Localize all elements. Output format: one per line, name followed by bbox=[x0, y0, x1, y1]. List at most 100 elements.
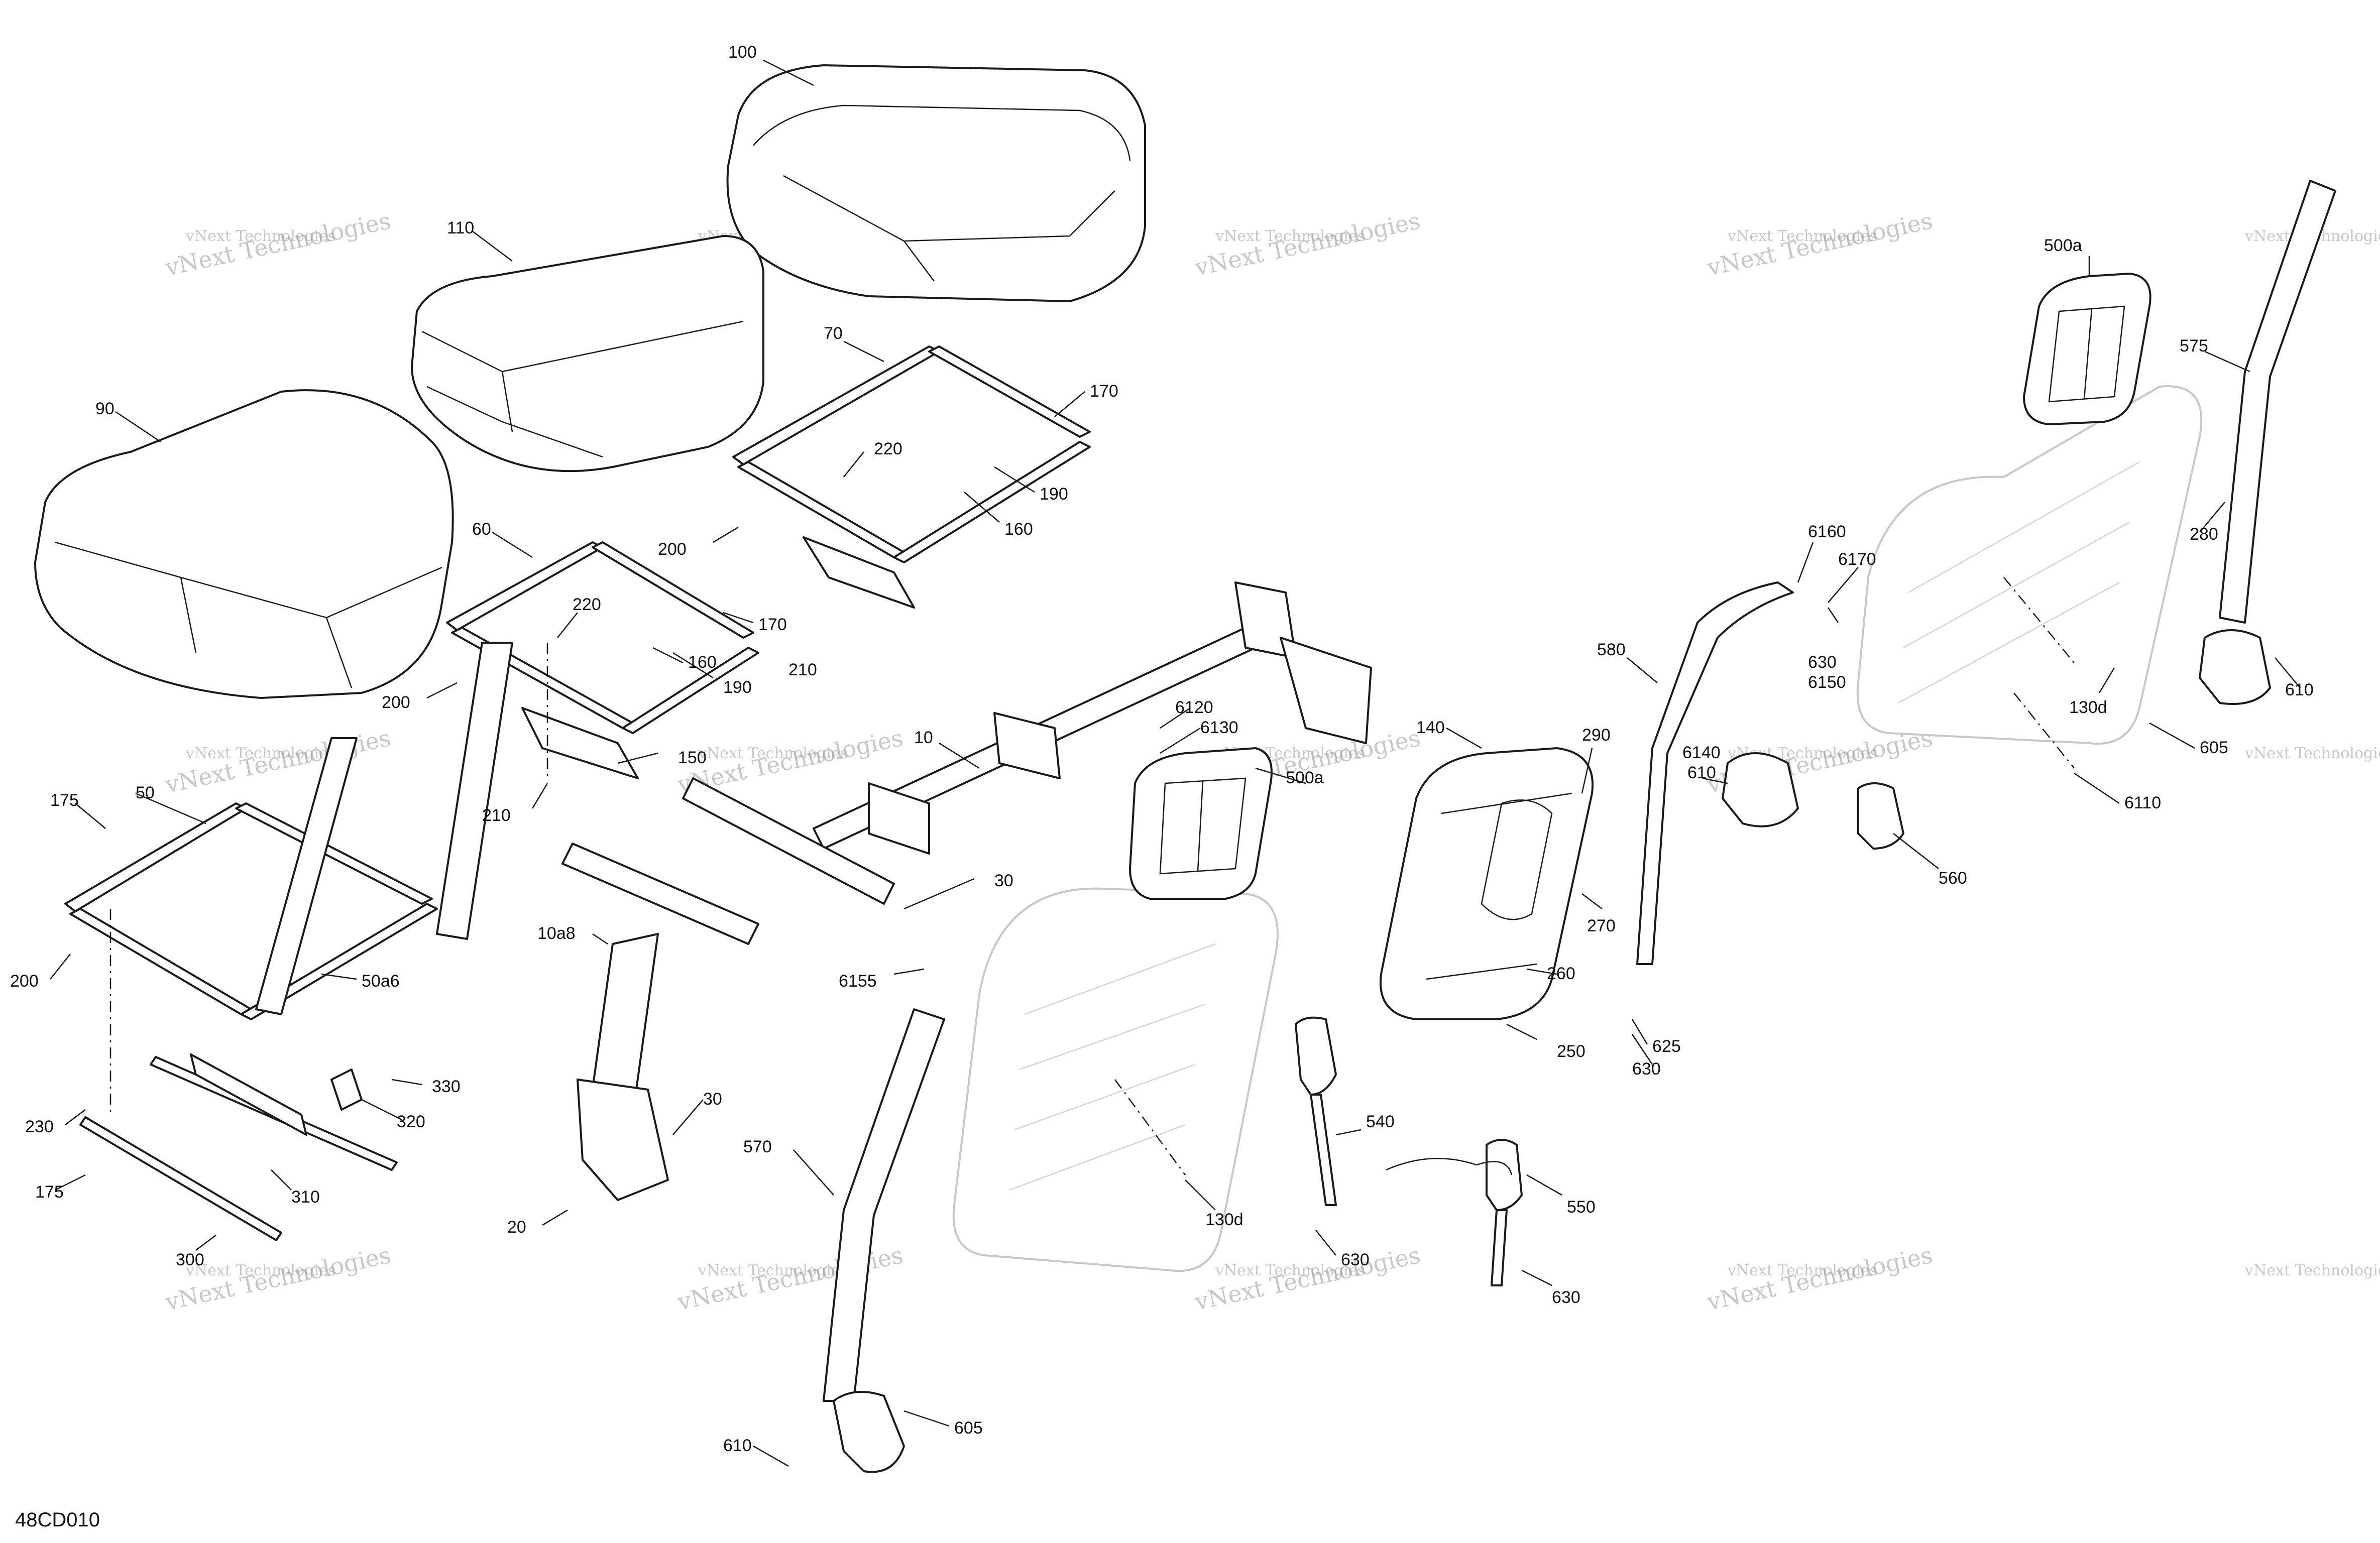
callout-label: 570 bbox=[743, 1137, 772, 1156]
seat-belt-570 bbox=[823, 1008, 945, 1473]
callout-label: 130d bbox=[2069, 698, 2107, 717]
callout-label: 310 bbox=[291, 1188, 320, 1207]
callout-label: 550 bbox=[1567, 1198, 1596, 1217]
callout-label: 6170 bbox=[1838, 550, 1876, 569]
callout-label: 6160 bbox=[1808, 522, 1846, 541]
callout-label: 100 bbox=[728, 43, 757, 62]
callout-label: 200 bbox=[382, 693, 410, 712]
callout-label: 6155 bbox=[839, 972, 877, 991]
watermark-text: vNext Technologies bbox=[185, 1262, 335, 1279]
callout-label: 160 bbox=[688, 653, 717, 672]
callout-label: 6130 bbox=[1200, 718, 1238, 737]
drawing-reference: 48CD010 bbox=[15, 1509, 100, 1531]
callout-label: 160 bbox=[1004, 520, 1033, 539]
callout-label: 6150 bbox=[1808, 673, 1846, 692]
callout-label: 630 bbox=[1808, 653, 1837, 672]
callout-label: 605 bbox=[2200, 738, 2228, 757]
callout-label: 170 bbox=[1090, 382, 1118, 401]
watermark-text: vNext Technologies bbox=[2244, 745, 2380, 762]
watermark-text: vNext Technologies bbox=[1215, 1262, 1365, 1279]
callout-label: 6120 bbox=[1175, 698, 1213, 717]
ghost-seat-back-right bbox=[1856, 385, 2203, 745]
callout-label: 580 bbox=[1597, 640, 1626, 659]
callout-label: 270 bbox=[1587, 916, 1616, 935]
callout-label: 30 bbox=[703, 1090, 722, 1109]
callout-label: 30 bbox=[994, 871, 1013, 890]
callout-label: 575 bbox=[2180, 336, 2208, 355]
callout-label: 330 bbox=[432, 1077, 461, 1096]
buckle-560 bbox=[1857, 782, 1904, 850]
callout-label: 170 bbox=[758, 615, 787, 634]
callout-label: 10a8 bbox=[537, 924, 576, 943]
callout-labels: 100 110 90 70 170 220 190 160 200 60 220… bbox=[10, 43, 2314, 1455]
callout-label: 175 bbox=[35, 1182, 64, 1202]
callout-label: 540 bbox=[1366, 1112, 1395, 1131]
callout-label: 200 bbox=[10, 972, 39, 991]
callout-label: 6110 bbox=[2124, 793, 2161, 812]
callout-label: 140 bbox=[1416, 718, 1445, 737]
callout-label: 610 bbox=[723, 1436, 752, 1455]
callout-label: 210 bbox=[788, 660, 817, 679]
seat-rails bbox=[79, 1053, 398, 1241]
callout-label: 500a bbox=[2044, 236, 2082, 255]
callout-label: 20 bbox=[507, 1218, 526, 1237]
seat-cushion-110 bbox=[411, 235, 764, 472]
headrest-500a-right bbox=[2023, 273, 2151, 425]
callout-label: 300 bbox=[176, 1250, 204, 1269]
seat-back-140 bbox=[1379, 747, 1594, 1020]
callout-label: 560 bbox=[1939, 869, 1967, 888]
callout-label: 6140 bbox=[1682, 743, 1721, 762]
watermark: vNext Technologies vNext Technologies bbox=[1705, 207, 1935, 281]
callout-label: 290 bbox=[1582, 726, 1611, 745]
callout-label: 220 bbox=[573, 595, 601, 614]
seat-cushion-100 bbox=[726, 64, 1146, 302]
callout-label: 110 bbox=[447, 218, 474, 238]
callout-label: 280 bbox=[2190, 525, 2218, 544]
callout-label: 50a6 bbox=[362, 972, 400, 991]
watermark-text: vNext Technologies bbox=[2244, 1262, 2380, 1279]
seat-frame-70 bbox=[732, 345, 1091, 609]
callout-label: 210 bbox=[482, 806, 511, 825]
watermark: vNext Technologies vNext Technologies bbox=[1192, 207, 1423, 281]
cross-member-10 bbox=[561, 581, 1372, 1201]
callout-label: 175 bbox=[50, 791, 79, 810]
watermark-text: vNext Technologies bbox=[185, 227, 335, 245]
buckle-540 bbox=[1295, 1016, 1337, 1206]
callout-label: 630 bbox=[1552, 1288, 1580, 1307]
watermark: vNext Technologies bbox=[2244, 1262, 2380, 1279]
callout-label: 190 bbox=[1040, 485, 1068, 504]
watermark-text: vNext Technologies bbox=[185, 745, 335, 762]
seat-cushion-90 bbox=[34, 389, 454, 699]
seat-belt-580 bbox=[1636, 581, 1799, 965]
callout-label: 500a bbox=[1286, 768, 1324, 787]
leader-lines bbox=[50, 59, 2301, 1467]
callout-label: 605 bbox=[954, 1418, 983, 1438]
headrest-500a-left bbox=[1129, 747, 1273, 900]
alignment-line bbox=[2013, 692, 2075, 769]
callout-label: 70 bbox=[824, 324, 843, 343]
alignment-line bbox=[1114, 1079, 1186, 1175]
callout-label: 610 bbox=[2285, 680, 2314, 699]
watermark-text: vNext Technologies bbox=[1727, 1262, 1877, 1279]
callout-label: 50 bbox=[136, 783, 155, 802]
watermark: vNext Technologies vNext Technologies bbox=[163, 724, 393, 798]
callout-label: 250 bbox=[1557, 1042, 1585, 1061]
seat-belt-575 bbox=[2199, 180, 2336, 705]
callout-label: 320 bbox=[397, 1112, 425, 1131]
callout-label: 90 bbox=[95, 399, 115, 418]
watermark-text: vNext Technologies bbox=[698, 1262, 848, 1279]
callout-label: 200 bbox=[658, 540, 687, 559]
callout-label: 630 bbox=[1632, 1059, 1661, 1079]
watermark: vNext Technologies bbox=[2244, 745, 2380, 762]
watermark-text: vNext Technologies bbox=[1215, 227, 1365, 245]
watermark-text: vNext Technologies bbox=[698, 745, 848, 762]
callout-label: 610 bbox=[1687, 763, 1716, 782]
callout-label: 190 bbox=[723, 678, 752, 697]
callout-label: 60 bbox=[472, 520, 491, 539]
seat-frame-50 bbox=[64, 642, 513, 1020]
callout-label: 220 bbox=[874, 439, 902, 458]
watermark: vNext Technologies vNext Technologies bbox=[1192, 1241, 1423, 1316]
callout-label: 230 bbox=[25, 1117, 54, 1136]
callout-label: 130d bbox=[1205, 1210, 1243, 1229]
